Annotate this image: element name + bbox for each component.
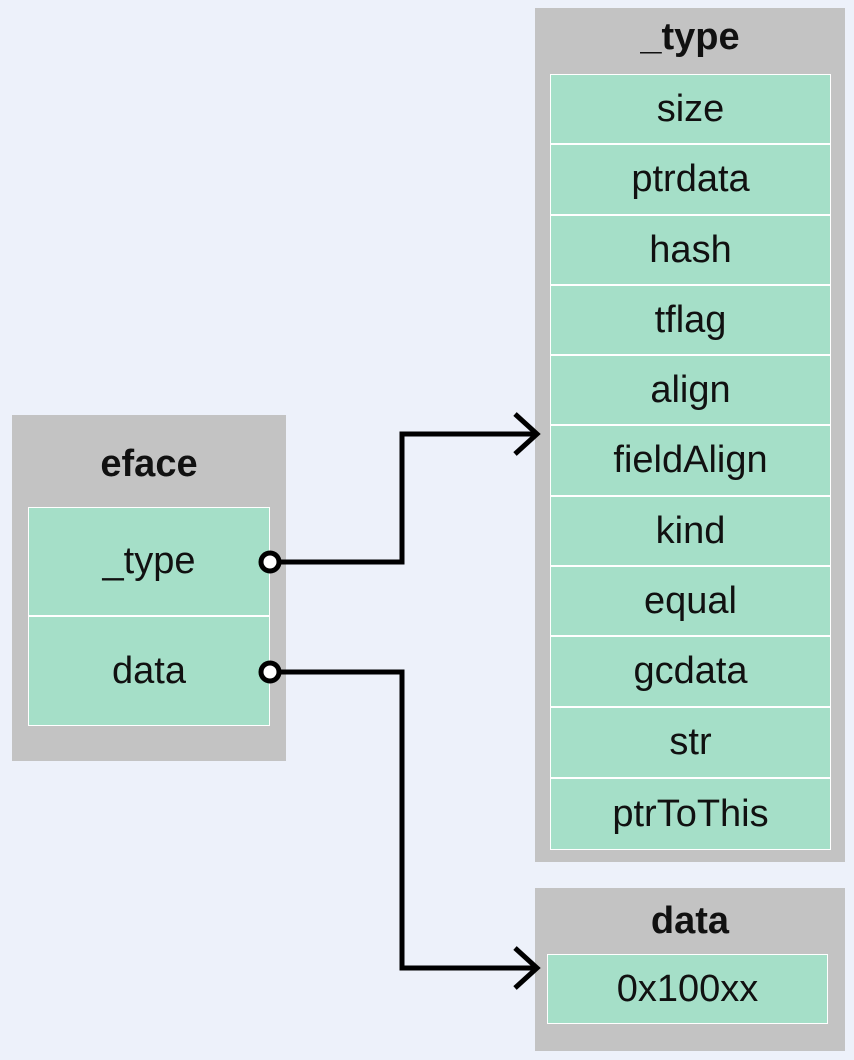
type-field-ptrdata: ptrdata [551,145,830,214]
type-field-ptrtothis: ptrToThis [551,779,830,849]
type-struct-fields: size ptrdata hash tflag align fieldAlign… [550,74,831,850]
type-field-tflag: tflag [551,286,830,354]
type-struct-box: _type size ptrdata hash tflag align fiel… [535,8,845,862]
type-field-align: align [551,356,830,424]
eface-fields: _type data [28,507,270,726]
data-struct-title: data [650,900,730,942]
type-field-hash: hash [551,216,830,284]
eface-field-type: _type [29,508,269,615]
type-field-gcdata: gcdata [551,637,830,706]
data-field-value: 0x100xx [548,955,827,1023]
type-field-kind: kind [551,497,830,565]
data-pointer-line [270,669,537,971]
data-pointer-arrowhead [513,946,541,990]
type-pointer-line [270,431,537,565]
eface-field-data: data [29,617,269,725]
eface-title: eface [100,443,198,485]
type-field-equal: equal [551,567,830,635]
data-struct-box: data 0x100xx [535,888,845,1051]
type-pointer-arrowhead [513,412,541,456]
type-field-size: size [551,75,830,143]
data-struct-fields: 0x100xx [547,954,828,1024]
type-struct-title: _type [640,16,740,58]
type-field-fieldalign: fieldAlign [551,426,830,495]
eface-box: eface _type data [12,415,286,761]
type-field-str: str [551,708,830,777]
